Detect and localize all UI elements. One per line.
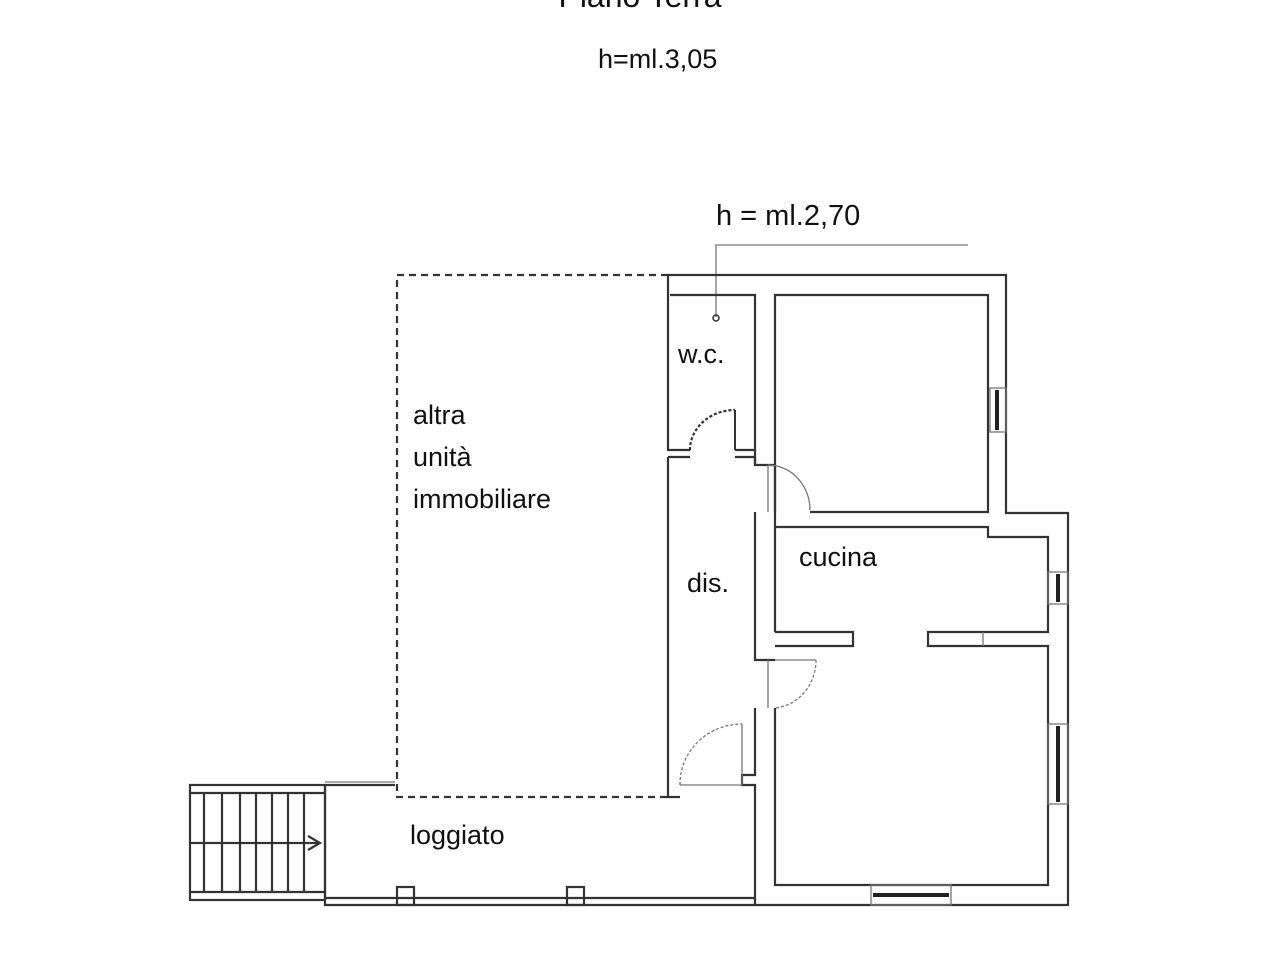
leader-line xyxy=(715,244,968,317)
room-label-wc: w.c. xyxy=(678,339,725,369)
wc-height-label: h = ml.2,70 xyxy=(716,200,861,232)
room-label-cucina: cucina xyxy=(799,542,878,572)
label-line: altra xyxy=(413,400,466,430)
door-bedroom xyxy=(767,464,811,512)
plan-title: Piano Terra xyxy=(0,0,1280,15)
outer-wall xyxy=(323,273,1070,907)
door-wc xyxy=(688,408,736,451)
other-unit-boundary xyxy=(395,273,668,799)
staircase xyxy=(188,783,327,902)
kitchen-wall xyxy=(773,525,1050,887)
floor-height-label: h=ml.3,05 xyxy=(598,44,718,74)
window xyxy=(989,387,1007,433)
room-label-other-unit: altra unità immobiliare xyxy=(413,394,551,520)
door-living xyxy=(767,659,817,709)
window xyxy=(870,884,952,906)
label-line: unità xyxy=(413,442,472,472)
room-label-loggiato: loggiato xyxy=(410,820,505,850)
bedroom-wall xyxy=(773,293,990,514)
room-label-dis: dis. xyxy=(687,568,730,598)
window xyxy=(1047,571,1069,605)
label-line: immobiliare xyxy=(413,484,552,514)
leader-dot xyxy=(712,314,720,322)
wc-wall xyxy=(666,275,690,452)
window xyxy=(1047,723,1069,805)
door-dis xyxy=(679,723,743,786)
dis-wall xyxy=(666,457,680,799)
